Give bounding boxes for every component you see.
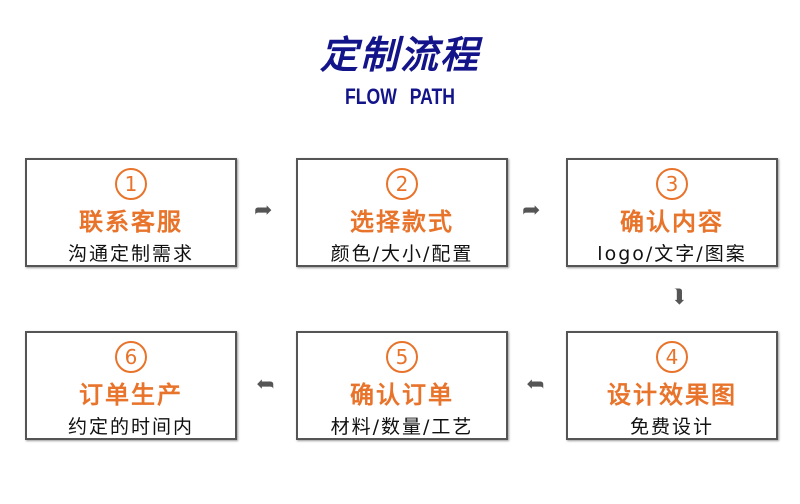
step-1: 1 联系客服 沟通定制需求: [25, 158, 237, 267]
step-2: 2 选择款式 颜色/大小/配置: [296, 158, 508, 267]
step-number: 5: [386, 341, 418, 373]
step-title: 订单生产: [79, 381, 183, 409]
step-title: 确认订单: [350, 381, 454, 409]
step-number: 1: [115, 168, 147, 200]
arrow-left-icon: ➦: [256, 372, 275, 397]
step-desc: 沟通定制需求: [67, 243, 194, 265]
step-title: 选择款式: [350, 208, 454, 236]
step-title: 确认内容: [620, 208, 724, 236]
arrow-right-icon: ➦: [254, 198, 273, 223]
step-number: 4: [656, 341, 688, 373]
step-desc: 材料/数量/工艺: [330, 416, 474, 438]
step-desc: 颜色/大小/配置: [330, 243, 474, 265]
step-desc: 约定的时间内: [67, 416, 194, 438]
step-5: 5 确认订单 材料/数量/工艺: [296, 331, 508, 440]
page-subtitle: FLOW PATH: [345, 84, 455, 109]
step-title: 联系客服: [79, 208, 183, 236]
step-3: 3 确认内容 logo/文字/图案: [566, 158, 778, 267]
page-title: 定制流程: [319, 33, 480, 77]
step-number: 6: [115, 341, 147, 373]
step-6: 6 订单生产 约定的时间内: [25, 331, 237, 440]
step-title: 设计效果图: [607, 381, 737, 409]
arrow-left-icon: ➦: [526, 372, 545, 397]
step-number: 3: [656, 168, 688, 200]
step-4: 4 设计效果图 免费设计: [566, 331, 778, 440]
arrow-right-icon: ➦: [522, 198, 541, 223]
arrow-down-icon: ➦: [666, 287, 692, 306]
step-desc: 免费设计: [629, 416, 714, 438]
step-number: 2: [386, 168, 418, 200]
step-desc: logo/文字/图案: [597, 243, 747, 265]
